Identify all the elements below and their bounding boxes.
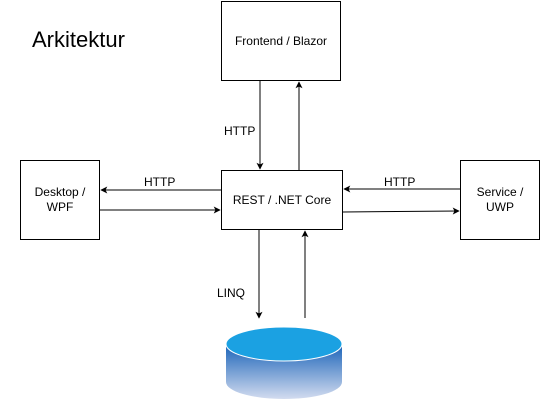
node-desktop-wpf[interactable]: Desktop / WPF [20,160,100,240]
edge-label-http-frontend: HTTP [224,124,256,138]
edge-label-http-desktop: HTTP [144,175,176,189]
node-label-line-2: WPF [46,200,74,214]
node-rest-net-core[interactable]: REST / .NET Core [221,170,343,230]
database-cylinder-icon [225,326,343,399]
node-label: REST / .NET Core [232,192,332,207]
node-label-line-1: Desktop / [34,185,86,199]
node-service-uwp[interactable]: Service / UWP [460,160,540,240]
edge-label-http-service: HTTP [384,175,416,189]
node-label: Frontend / Blazor [234,33,328,48]
node-label: Service / UWP [476,185,524,214]
database-top [225,326,343,362]
edge-rest-to-service [342,207,460,215]
node-frontend-blazor[interactable]: Frontend / Blazor [221,1,341,81]
edge-label-linq: LINQ [217,286,246,300]
diagram-title: Arkitektur [32,27,125,52]
